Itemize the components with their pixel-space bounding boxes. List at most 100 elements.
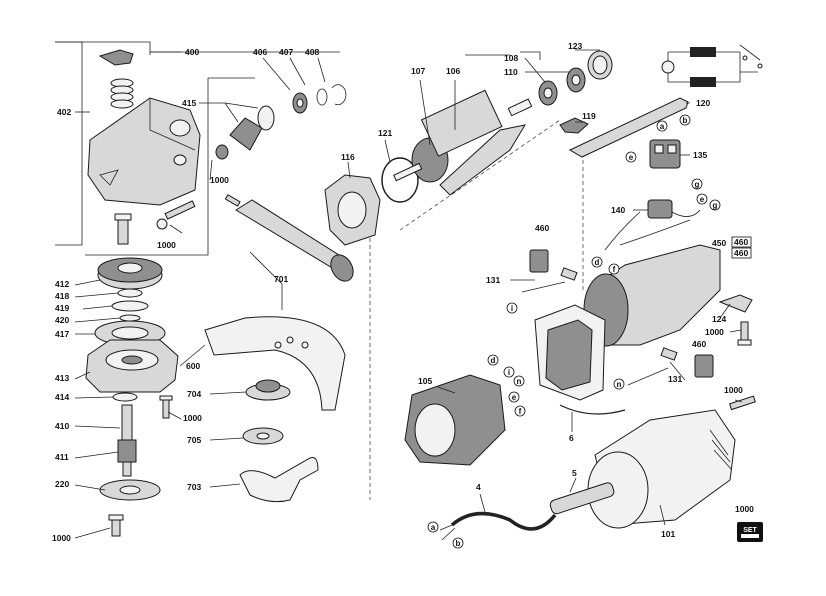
label-600: 600 — [186, 361, 200, 371]
label-1000-f: 1000 — [724, 385, 743, 395]
label-1000-e: 1000 — [705, 327, 724, 337]
label-420: 420 — [55, 315, 69, 325]
label-402: 402 — [57, 107, 71, 117]
bracket-124 — [718, 294, 753, 313]
label-414: 414 — [55, 392, 69, 402]
armature-group — [324, 49, 689, 500]
callout-d-stator: d — [491, 356, 496, 365]
label-140: 140 — [611, 205, 625, 215]
air-deflector-6 — [559, 404, 626, 415]
label-1000-a: 1000 — [210, 175, 229, 185]
bevel-gear — [97, 257, 163, 290]
armature — [393, 89, 533, 196]
motor-front-frame — [534, 304, 606, 401]
retaining-ring — [316, 88, 328, 106]
motor-housing-101 — [587, 409, 736, 529]
brush-131b — [660, 347, 678, 361]
callout-n-stator: n — [517, 377, 522, 386]
side-handle — [224, 194, 354, 282]
label-107: 107 — [411, 66, 425, 76]
callout-a-cable: a — [431, 523, 436, 532]
brush-holder-460b — [694, 354, 714, 378]
label-123: 123 — [568, 41, 582, 51]
label-460-d: 460 — [692, 339, 706, 349]
label-701: 701 — [274, 274, 288, 284]
housing-bolt — [156, 200, 196, 230]
label-105: 105 — [418, 376, 432, 386]
armature-retainer — [324, 174, 381, 246]
spindle-lock-button — [98, 49, 134, 66]
label-411: 411 — [55, 452, 69, 462]
callout-b-cable: b — [456, 539, 461, 548]
label-410: 410 — [55, 421, 69, 431]
callout-g-capacitor: g — [713, 201, 718, 210]
label-121: 121 — [378, 128, 392, 138]
label-124: 124 — [712, 314, 726, 324]
label-460-b-box — [731, 236, 752, 248]
gear-head-group — [55, 41, 354, 537]
housing-screw-1000 — [729, 395, 756, 411]
callout-b-switch: b — [683, 116, 688, 125]
label-400: 400 — [185, 47, 199, 57]
callout-f-stator: f — [519, 407, 522, 416]
label-135: 135 — [693, 150, 707, 160]
set-badge: SET — [737, 522, 763, 542]
label-460-a: 460 — [535, 223, 549, 233]
capacitor-140 — [647, 199, 673, 219]
label-460-c: 460 — [734, 248, 748, 258]
label-220: 220 — [55, 479, 69, 489]
label-408: 408 — [305, 47, 319, 57]
label-131-b: 131 — [668, 374, 682, 384]
brush-131a — [560, 267, 578, 281]
wheel-guard — [204, 316, 346, 411]
callout-d-wire: d — [595, 258, 600, 267]
label-460-c-box — [731, 247, 752, 259]
label-703: 703 — [187, 482, 201, 492]
label-412: 412 — [55, 279, 69, 289]
spanner-wrench — [239, 457, 319, 503]
label-116: 116 — [341, 152, 355, 162]
part-number-labels: 400 402 406 407 408 415 1000 1000 412 41… — [52, 41, 754, 543]
label-1000-d: 1000 — [52, 533, 71, 543]
label-110: 110 — [504, 67, 518, 77]
letter-callouts: a b e g e g d f i d i n e f n a b — [427, 114, 721, 549]
electrical-group — [521, 139, 753, 415]
output-spindle — [117, 404, 137, 477]
washer-414 — [112, 392, 138, 402]
label-704: 704 — [187, 389, 201, 399]
callout-e-switch: e — [629, 153, 634, 162]
label-413: 413 — [55, 373, 69, 383]
washer-420 — [119, 314, 141, 322]
label-106: 106 — [446, 66, 460, 76]
callout-e-stator: e — [512, 393, 517, 402]
label-108: 108 — [504, 53, 518, 63]
flange-screw — [111, 517, 121, 537]
o-ring — [381, 157, 419, 203]
switch-rod — [568, 97, 689, 158]
label-705: 705 — [187, 435, 201, 445]
label-1000-b: 1000 — [157, 240, 176, 250]
cover-screw — [162, 397, 170, 419]
brush-holder-460a — [529, 249, 549, 273]
label-417: 417 — [55, 329, 69, 339]
label-119: 119 — [582, 111, 596, 121]
label-415: 415 — [182, 98, 196, 108]
callout-i-stator: i — [508, 368, 510, 377]
washer-419 — [111, 300, 149, 312]
callout-f-wire: f — [613, 265, 616, 274]
label-1000-g: 1000 — [735, 504, 754, 514]
gear-housing — [87, 97, 201, 206]
gear-cover — [85, 339, 179, 393]
callout-i-brush: i — [511, 304, 513, 313]
callout-e-capacitor: e — [700, 195, 705, 204]
callout-a-switch: a — [660, 122, 665, 131]
label-450: 450 — [712, 238, 726, 248]
label-4: 4 — [476, 482, 481, 492]
wiring-schematic — [661, 44, 763, 87]
set-badge-text: SET — [743, 527, 757, 534]
label-407: 407 — [279, 47, 293, 57]
pinion-gear — [215, 105, 275, 160]
label-418: 418 — [55, 291, 69, 301]
switch-135 — [649, 139, 681, 169]
